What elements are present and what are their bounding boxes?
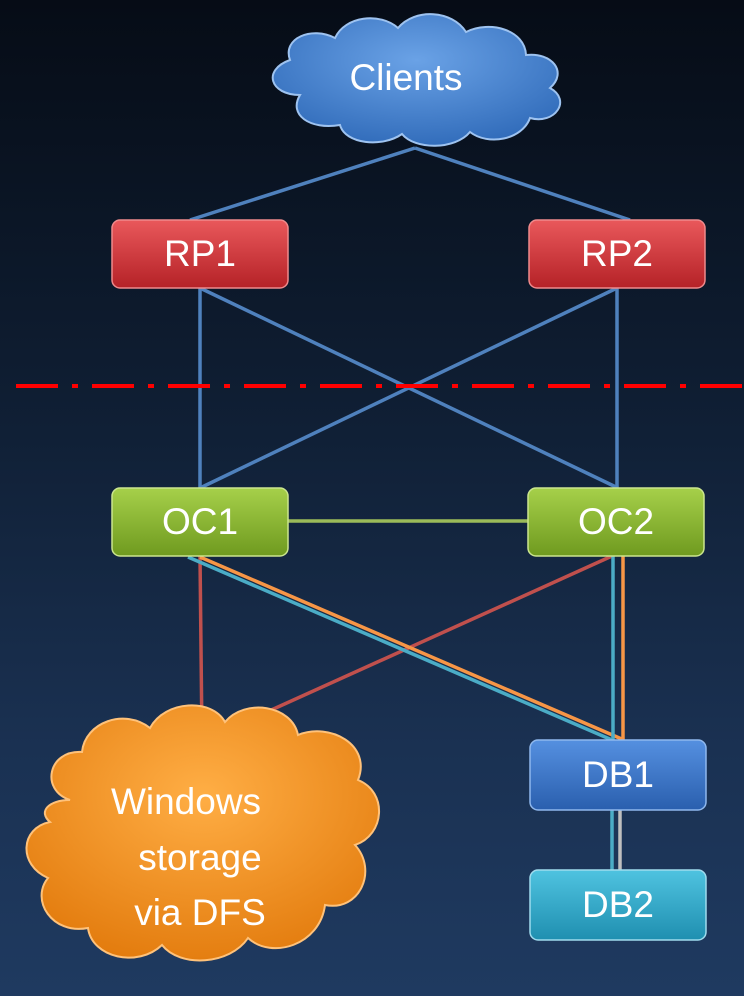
- storage-label-line2: storage: [138, 837, 261, 878]
- storage-label-line1: Windows: [111, 781, 261, 822]
- link-clients-rp2: [414, 146, 631, 222]
- db2-label: DB2: [582, 884, 654, 925]
- db1-label: DB1: [582, 754, 654, 795]
- node-db1: DB1: [529, 739, 707, 811]
- link-clients-rp1: [189, 146, 416, 222]
- rp2-label: RP2: [581, 233, 653, 274]
- node-db2: DB2: [529, 869, 707, 941]
- node-rp1: RP1: [111, 219, 289, 289]
- clients-cloud: Clients: [271, 13, 562, 147]
- storage-cloud: Windows storage via DFS: [25, 704, 381, 962]
- node-oc2: OC2: [527, 487, 705, 557]
- storage-label-line3: via DFS: [134, 892, 266, 933]
- link-oc1-db1-orange: [199, 555, 625, 742]
- oc2-label: OC2: [578, 501, 654, 542]
- clients-label: Clients: [349, 57, 462, 98]
- node-rp2: RP2: [528, 219, 706, 289]
- oc1-label: OC1: [162, 501, 238, 542]
- link-oc1-db1-cyan: [187, 555, 613, 742]
- node-oc1: OC1: [111, 487, 289, 557]
- rp1-label: RP1: [164, 233, 236, 274]
